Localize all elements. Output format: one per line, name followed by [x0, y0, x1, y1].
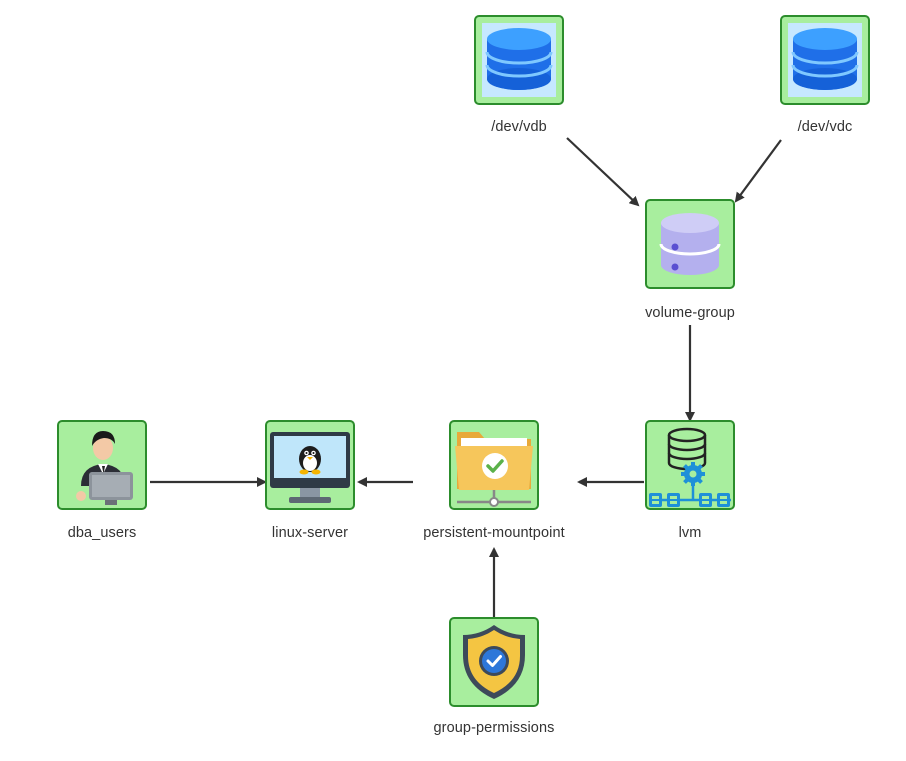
disk-icon [788, 23, 862, 97]
linux-monitor-icon [270, 432, 350, 503]
edge-vdb-to-volume-group [566, 137, 640, 207]
label-dba-users: dba_users [67, 525, 137, 541]
label-volume-group: volume-group [645, 305, 735, 321]
label-persistent-mountpoint: persistent-mountpoint [423, 525, 565, 541]
label-lvm: lvm [678, 525, 702, 541]
node-dev-vdc[interactable] [780, 15, 870, 105]
node-dev-vdb[interactable] [474, 15, 564, 105]
database-icon [659, 213, 721, 275]
node-dba-users[interactable] [57, 420, 147, 510]
node-lvm[interactable] [645, 420, 735, 510]
disk-icon [482, 23, 556, 97]
shield-check-icon [463, 625, 525, 699]
node-group-permissions[interactable] [449, 617, 539, 707]
edge-vdc-to-volume-group [734, 139, 782, 203]
label-group-permissions: group-permissions [433, 720, 555, 736]
node-linux-server[interactable] [265, 420, 355, 510]
label-dev-vdc: /dev/vdc [797, 119, 853, 135]
node-volume-group[interactable] [645, 199, 735, 289]
shared-folder-icon [455, 432, 533, 507]
label-linux-server: linux-server [271, 525, 349, 541]
node-persistent-mountpoint[interactable] [449, 420, 539, 510]
user-at-computer-icon [76, 431, 133, 505]
label-dev-vdb: /dev/vdb [491, 119, 547, 135]
database-network-icon [649, 427, 731, 507]
